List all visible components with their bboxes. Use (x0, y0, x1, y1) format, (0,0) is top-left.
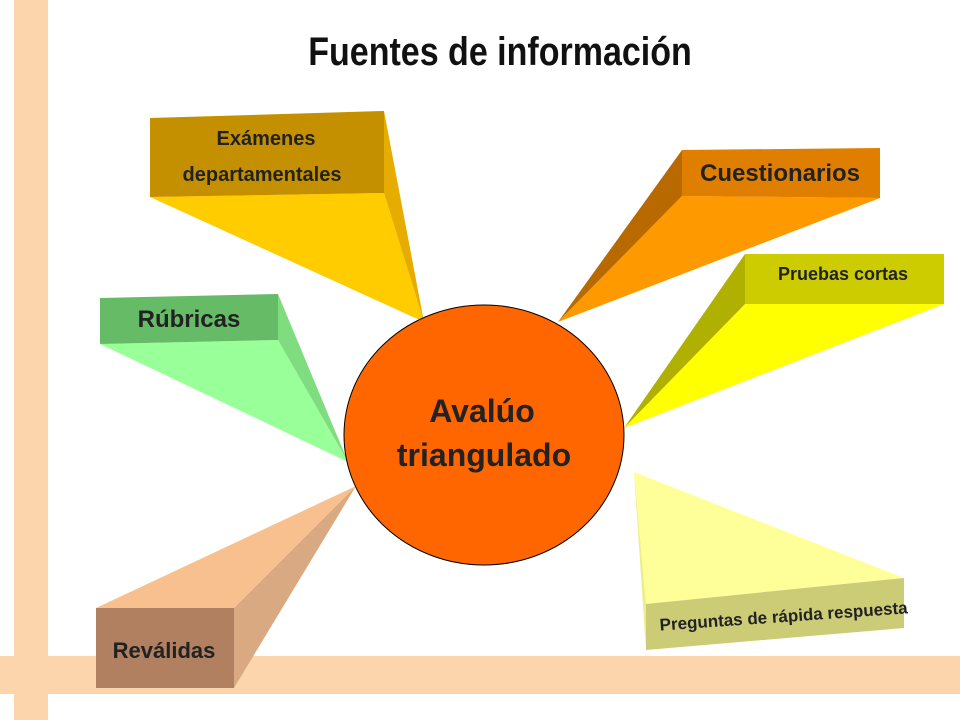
rubricas-label: Rúbricas (138, 306, 241, 333)
source-preguntas: Preguntas de rápida respuesta (634, 472, 909, 650)
center-label-line1: Avalúo (429, 393, 535, 429)
center-label-line2: triangulado (397, 437, 571, 473)
pruebas-label: Pruebas cortas (778, 264, 908, 284)
source-rubricas: Rúbricas (100, 294, 348, 462)
center-node: Avalúo triangulado (343, 304, 625, 566)
source-cuestionarios: Cuestionarios (558, 148, 880, 322)
revalidas-label: Reválidas (113, 638, 216, 663)
examenes-label-line1: Exámenes (217, 128, 316, 150)
decorative-vertical-bar (14, 0, 48, 720)
source-pruebas: Pruebas cortas (624, 254, 944, 428)
examenes-label-line2: departamentales (183, 164, 342, 186)
source-revalidas: Reválidas (96, 486, 356, 688)
page-title: Fuentes de información (308, 30, 692, 74)
center-circle (343, 304, 625, 566)
cuestionarios-label: Cuestionarios (700, 160, 860, 187)
source-examenes: Exámenes departamentales (150, 111, 424, 322)
